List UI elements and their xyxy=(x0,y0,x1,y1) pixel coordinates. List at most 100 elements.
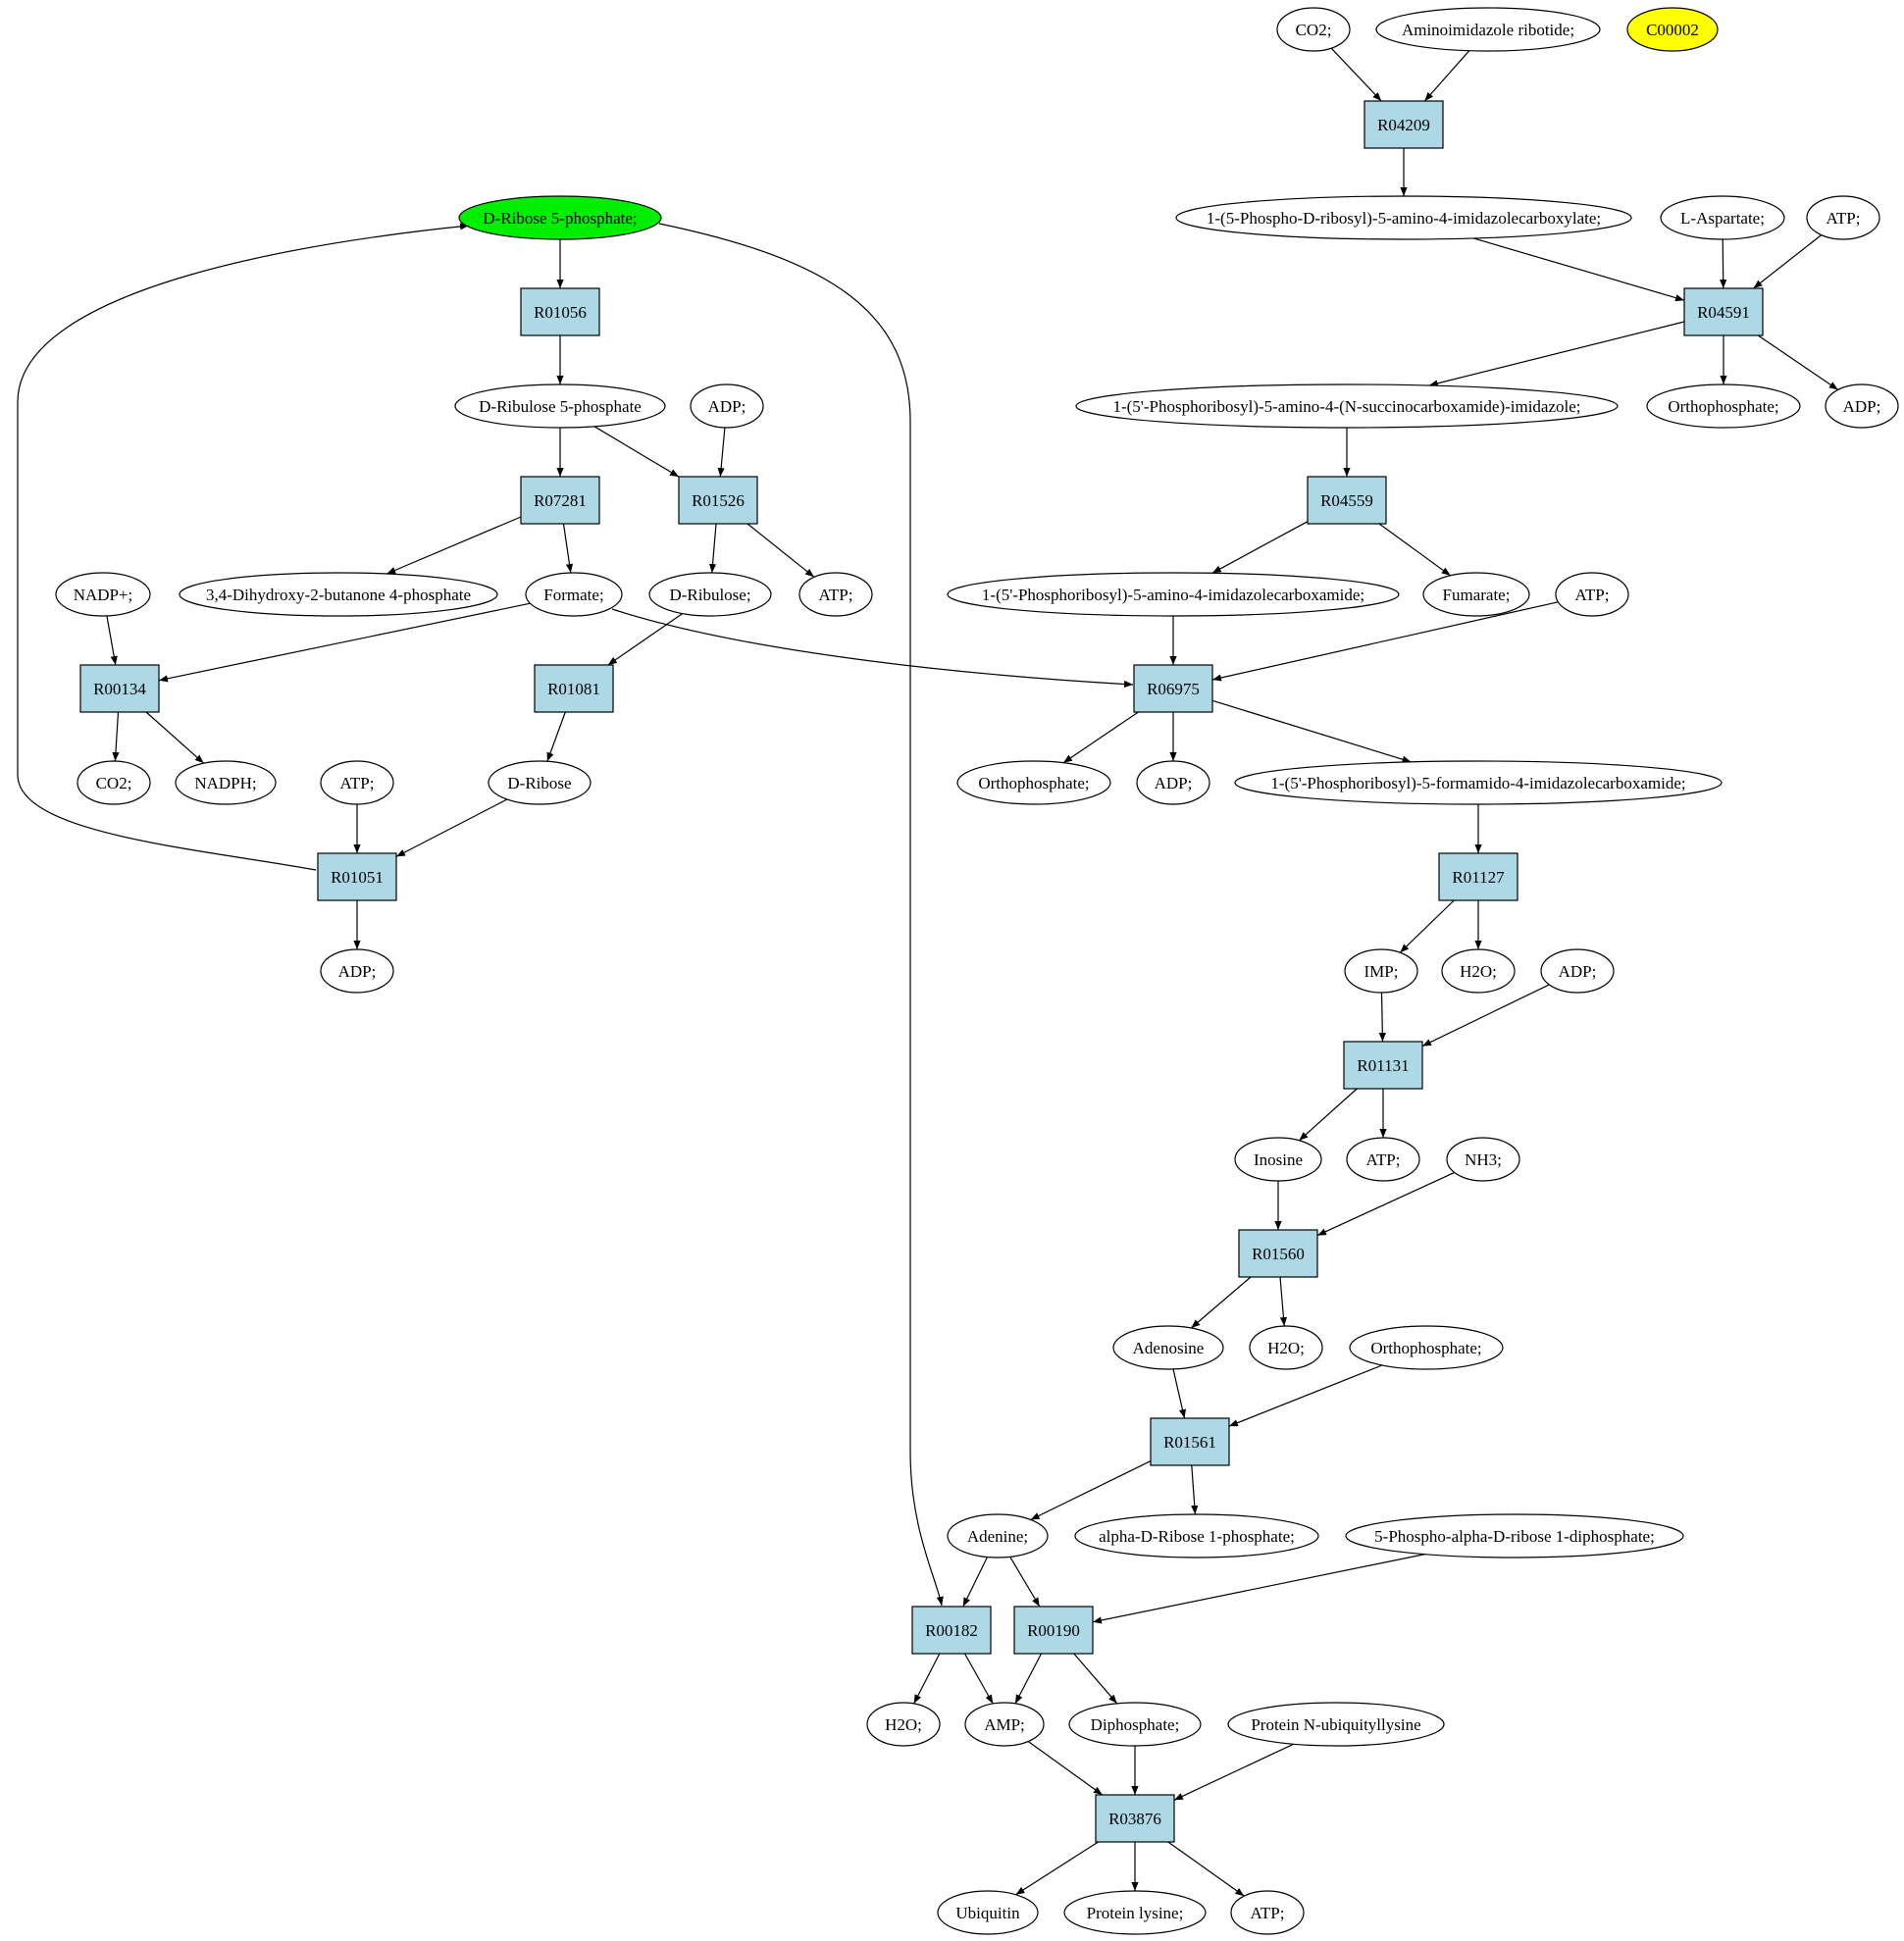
compound-node-pi-r04591[interactable]: Orthophosphate; xyxy=(1646,383,1801,429)
reaction-node-r00190[interactable]: R00190 xyxy=(1013,1606,1094,1655)
compound-node-nadph[interactable]: NADPH; xyxy=(175,760,277,805)
compound-node-prot-ubl[interactable]: Protein N-ubiquityllysine xyxy=(1227,1702,1445,1747)
compound-node-faicar[interactable]: 1-(5'-Phosphoribosyl)-5-formamido-4-imid… xyxy=(1234,760,1723,805)
compound-node-adp-r06975[interactable]: ADP; xyxy=(1136,760,1210,805)
compound-ellipse xyxy=(1441,948,1516,994)
compound-node-formate[interactable]: Formate; xyxy=(525,572,623,617)
compound-label: ADP; xyxy=(1843,397,1881,416)
reaction-node-r04559[interactable]: R04559 xyxy=(1307,476,1387,525)
reaction-node-r00182[interactable]: R00182 xyxy=(911,1606,992,1655)
edge-R01561-to-adenine xyxy=(1030,1460,1152,1521)
compound-node-pi-r06975[interactable]: Orthophosphate; xyxy=(956,760,1111,805)
compound-label: Orthophosphate; xyxy=(978,774,1089,792)
edge-co2_top-to-R04209 xyxy=(1330,47,1382,102)
compound-node-prpp[interactable]: 5-Phospho-alpha-D-ribose 1-diphosphate; xyxy=(1345,1513,1684,1558)
reaction-node-r03876[interactable]: R03876 xyxy=(1095,1794,1175,1843)
edge-imp-to-R01131 xyxy=(1378,992,1386,1043)
compound-label: CO2; xyxy=(96,774,132,792)
compound-node-adp-r01526[interactable]: ADP; xyxy=(690,383,764,429)
compound-node-aribose1p[interactable]: alpha-D-Ribose 1-phosphate; xyxy=(1074,1513,1319,1558)
reaction-box xyxy=(911,1606,992,1655)
reaction-label: R01127 xyxy=(1452,868,1505,887)
compound-node-ubiquitin[interactable]: Ubiquitin xyxy=(937,1890,1039,1935)
compound-node-saicar[interactable]: 1-(5'-Phosphoribosyl)-5-amino-4-(N-succi… xyxy=(1075,383,1619,429)
compound-node-h2o-r00182[interactable]: H2O; xyxy=(866,1702,941,1747)
compound-node-adenosine[interactable]: Adenosine xyxy=(1112,1325,1224,1370)
reaction-label: R01051 xyxy=(331,868,384,887)
compound-node-pi-r01561[interactable]: Orthophosphate; xyxy=(1349,1325,1504,1370)
compound-node-fumarate[interactable]: Fumarate; xyxy=(1422,572,1530,617)
compound-label: Aminoimidazole ribotide; xyxy=(1402,21,1574,39)
compound-ellipse xyxy=(1249,1325,1323,1370)
reaction-box xyxy=(1133,664,1213,713)
edge-R00134-to-nadph xyxy=(145,711,205,764)
reaction-label: R01526 xyxy=(692,491,745,510)
compound-node-h2o-r01127[interactable]: H2O; xyxy=(1441,948,1516,994)
compound-ellipse xyxy=(947,1513,1049,1558)
compound-node-amp[interactable]: AMP; xyxy=(964,1702,1045,1747)
compound-node-r5p[interactable]: D-Ribose 5-phosphate; xyxy=(458,195,662,240)
reaction-node-r00134[interactable]: R00134 xyxy=(79,664,160,713)
reaction-node-r04209[interactable]: R04209 xyxy=(1364,100,1444,149)
edge-formate-to-R06975 xyxy=(611,608,1134,689)
compound-ellipse xyxy=(454,383,666,429)
compound-node-atp-r01131[interactable]: ATP; xyxy=(1346,1137,1420,1182)
reaction-node-r01560[interactable]: R01560 xyxy=(1238,1229,1318,1278)
compound-label: ATP; xyxy=(819,586,853,604)
compound-node-co2-top[interactable]: CO2; xyxy=(1276,7,1351,52)
reaction-box xyxy=(1343,1041,1423,1090)
compound-node-nadp[interactable]: NADP+; xyxy=(55,572,151,617)
reaction-node-r04591[interactable]: R04591 xyxy=(1683,287,1764,336)
compound-node-prot-lys[interactable]: Protein lysine; xyxy=(1063,1890,1207,1935)
compound-node-atp-r01051[interactable]: ATP; xyxy=(320,760,394,805)
compound-node-nh3[interactable]: NH3; xyxy=(1446,1137,1520,1182)
compound-label: alpha-D-Ribose 1-phosphate; xyxy=(1099,1527,1295,1546)
compound-label: Orthophosphate; xyxy=(1370,1339,1481,1357)
reaction-node-r01131[interactable]: R01131 xyxy=(1343,1041,1423,1090)
compound-ellipse xyxy=(1446,1137,1520,1182)
reaction-node-r01081[interactable]: R01081 xyxy=(534,664,614,713)
compound-node-d-ribose[interactable]: D-Ribose xyxy=(488,760,592,805)
compound-node-dhbp[interactable]: 3,4-Dihydroxy-2-butanone 4-phosphate xyxy=(179,572,498,617)
compound-node-adenine[interactable]: Adenine; xyxy=(947,1513,1049,1558)
compound-node-atp-r03876[interactable]: ATP; xyxy=(1230,1890,1305,1935)
compound-node-atp-r04591[interactable]: ATP; xyxy=(1806,195,1880,240)
reaction-node-r01526[interactable]: R01526 xyxy=(678,476,758,525)
edge-adenine-to-R00190 xyxy=(1009,1556,1041,1608)
compound-ellipse xyxy=(1646,383,1801,429)
reaction-node-r01127[interactable]: R01127 xyxy=(1438,852,1518,901)
edge-R06975-to-faicar xyxy=(1211,699,1412,763)
compound-node-c00002[interactable]: C00002 xyxy=(1626,7,1719,52)
compound-label: 1-(5'-Phosphoribosyl)-5-formamido-4-imid… xyxy=(1270,774,1685,792)
compound-node-aicar[interactable]: 1-(5'-Phosphoribosyl)-5-amino-4-imidazol… xyxy=(947,572,1400,617)
reaction-node-r01561[interactable]: R01561 xyxy=(1150,1417,1230,1466)
compound-node-air[interactable]: Aminoimidazole ribotide; xyxy=(1375,7,1601,52)
reaction-node-r06975[interactable]: R06975 xyxy=(1133,664,1213,713)
compound-label: Diphosphate; xyxy=(1091,1715,1180,1734)
reaction-box xyxy=(678,476,758,525)
reaction-box xyxy=(520,287,600,336)
compound-node-h2o-r01560[interactable]: H2O; xyxy=(1249,1325,1323,1370)
compound-node-atp-r01526[interactable]: ATP; xyxy=(798,572,873,617)
edge-adp_r01526-to-R01526 xyxy=(717,427,726,478)
compound-node-l-asp[interactable]: L-Aspartate; xyxy=(1660,195,1785,240)
reaction-node-r01056[interactable]: R01056 xyxy=(520,287,600,336)
compound-node-inosine[interactable]: Inosine xyxy=(1234,1137,1322,1182)
compound-node-adp-r01051[interactable]: ADP; xyxy=(320,948,394,994)
edge-ru5p-to-R01526 xyxy=(593,426,680,478)
compound-node-adp-r04591[interactable]: ADP; xyxy=(1825,383,1899,429)
compound-node-pr-carboxylate[interactable]: 1-(5-Phospho-D-ribosyl)-5-amino-4-imidaz… xyxy=(1175,195,1632,240)
compound-node-d-ribulose[interactable]: D-Ribulose; xyxy=(648,572,772,617)
reaction-node-r01051[interactable]: R01051 xyxy=(317,852,397,901)
reaction-node-r07281[interactable]: R07281 xyxy=(520,476,600,525)
compound-node-ru5p[interactable]: D-Ribulose 5-phosphate xyxy=(454,383,666,429)
compound-node-ppi[interactable]: Diphosphate; xyxy=(1068,1702,1202,1747)
compound-node-atp-r06975[interactable]: ATP; xyxy=(1555,572,1629,617)
compound-label: ATP; xyxy=(340,774,375,792)
compound-label: D-Ribulose; xyxy=(669,586,750,604)
compound-node-adp-r01131[interactable]: ADP; xyxy=(1540,948,1615,994)
compound-node-imp[interactable]: IMP; xyxy=(1344,948,1418,994)
compound-label: H2O; xyxy=(1267,1339,1305,1357)
compound-ellipse xyxy=(1112,1325,1224,1370)
compound-node-co2-r00134[interactable]: CO2; xyxy=(77,760,151,805)
